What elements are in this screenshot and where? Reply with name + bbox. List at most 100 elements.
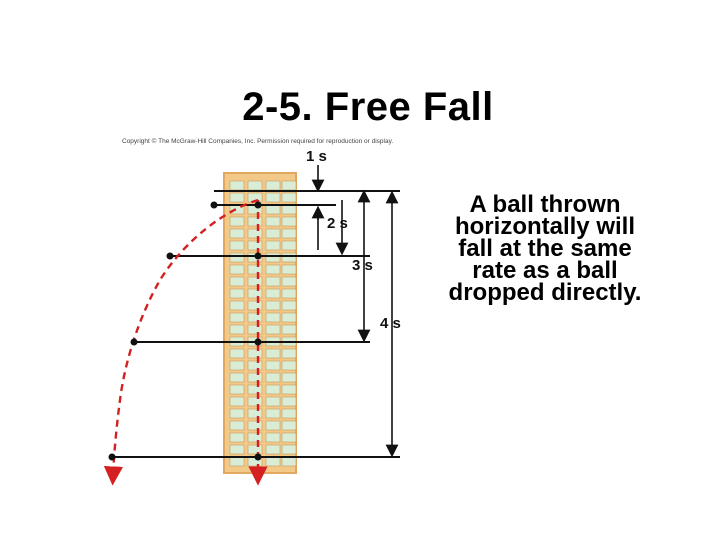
tower-cell bbox=[247, 396, 263, 407]
tower-cell bbox=[247, 360, 263, 371]
thrown-ball-3 bbox=[130, 338, 138, 346]
tower-cell bbox=[265, 324, 281, 335]
tower-cell bbox=[281, 288, 297, 299]
tower-cell bbox=[265, 240, 281, 251]
tower-cell bbox=[265, 288, 281, 299]
tower-cell bbox=[247, 300, 263, 311]
tower-cell bbox=[229, 456, 245, 467]
thrown-ball-trajectory bbox=[103, 198, 259, 486]
tower-cell bbox=[265, 456, 281, 467]
tower-cell bbox=[265, 192, 281, 203]
tower-cell bbox=[229, 276, 245, 287]
tower-cell bbox=[265, 276, 281, 287]
tower-cell bbox=[247, 276, 263, 287]
tower-cell bbox=[229, 444, 245, 455]
tower-cell bbox=[247, 228, 263, 239]
time-label-1s: 1 s bbox=[306, 148, 327, 165]
tower-cell bbox=[229, 240, 245, 251]
tower-cell bbox=[247, 420, 263, 431]
tower-cell bbox=[265, 420, 281, 431]
tower-cell bbox=[265, 348, 281, 359]
tower-cell bbox=[247, 348, 263, 359]
tower-cell bbox=[247, 324, 263, 335]
tower-cell bbox=[265, 216, 281, 227]
tower-cell bbox=[265, 312, 281, 323]
tower-cell bbox=[281, 240, 297, 251]
tower-cell bbox=[281, 420, 297, 431]
tower-cell bbox=[281, 252, 297, 263]
slide-title: 2-5. Free Fall bbox=[242, 84, 494, 129]
tower-cell bbox=[229, 264, 245, 275]
tower-cell bbox=[265, 444, 281, 455]
tower-cell bbox=[247, 444, 263, 455]
tower-cell bbox=[265, 300, 281, 311]
tower-cell bbox=[229, 324, 245, 335]
tower-cell bbox=[265, 372, 281, 383]
tower-cell bbox=[265, 384, 281, 395]
dropped-ball-1 bbox=[254, 201, 262, 209]
tower-cell bbox=[247, 312, 263, 323]
tower-cell bbox=[265, 264, 281, 275]
tower-cell bbox=[247, 384, 263, 395]
dropped-ball-3 bbox=[254, 338, 262, 346]
tower-cell bbox=[281, 216, 297, 227]
tower-cell bbox=[281, 444, 297, 455]
tower-cell bbox=[265, 396, 281, 407]
tower-cell bbox=[247, 240, 263, 251]
tower-cell bbox=[247, 408, 263, 419]
dropped-ball-2 bbox=[254, 252, 262, 260]
time-label-4s: 4 s bbox=[380, 315, 401, 332]
tower-cell bbox=[281, 384, 297, 395]
time-dimension-arrows bbox=[311, 165, 399, 458]
tower-cell bbox=[229, 396, 245, 407]
tower-cell bbox=[281, 348, 297, 359]
tower-cells bbox=[229, 180, 297, 467]
time-label-3s: 3 s bbox=[352, 257, 373, 274]
copyright-notice: Copyright © The McGraw-Hill Companies, I… bbox=[122, 138, 394, 145]
tower-grid bbox=[223, 172, 297, 474]
tower-cell bbox=[281, 456, 297, 467]
tower-cell bbox=[281, 192, 297, 203]
tower-cell bbox=[229, 228, 245, 239]
tower-cell bbox=[281, 408, 297, 419]
tower-cell bbox=[281, 180, 297, 191]
tower-cell bbox=[229, 300, 245, 311]
thrown-ball-2 bbox=[166, 252, 174, 260]
tower-cell bbox=[281, 204, 297, 215]
tower-cell bbox=[229, 192, 245, 203]
tower-cell bbox=[281, 396, 297, 407]
tower-cell bbox=[281, 372, 297, 383]
tower-cell bbox=[247, 180, 263, 191]
tower-cell bbox=[265, 204, 281, 215]
tower-cell bbox=[281, 360, 297, 371]
tower-cell bbox=[229, 408, 245, 419]
tower-cell bbox=[265, 360, 281, 371]
tower-cell bbox=[229, 216, 245, 227]
tower-cell bbox=[229, 420, 245, 431]
tower-cell bbox=[229, 432, 245, 443]
tower-cell bbox=[265, 432, 281, 443]
tower-cell bbox=[281, 276, 297, 287]
tower-cell bbox=[247, 432, 263, 443]
time-label-2s: 2 s bbox=[327, 215, 348, 232]
tower-cell bbox=[229, 252, 245, 263]
tower-cell bbox=[281, 228, 297, 239]
explanation-text: A ball thrown horizontally will fall at … bbox=[448, 191, 642, 306]
tower-cell bbox=[247, 372, 263, 383]
thrown-ball-1 bbox=[210, 201, 218, 209]
dropped-ball-4 bbox=[254, 453, 262, 461]
tower-cell bbox=[229, 348, 245, 359]
tower-cell bbox=[247, 216, 263, 227]
tower-cell bbox=[247, 264, 263, 275]
tower-cell bbox=[281, 312, 297, 323]
tower-cell bbox=[229, 372, 245, 383]
tower-cell bbox=[265, 252, 281, 263]
tower-cell bbox=[229, 312, 245, 323]
tower-cell bbox=[229, 288, 245, 299]
time-labels: 1 s 2 s 3 s 4 s bbox=[306, 148, 401, 332]
tower-cell bbox=[265, 408, 281, 419]
tower-cell bbox=[281, 432, 297, 443]
tower-cell bbox=[229, 360, 245, 371]
tower-cell bbox=[229, 384, 245, 395]
